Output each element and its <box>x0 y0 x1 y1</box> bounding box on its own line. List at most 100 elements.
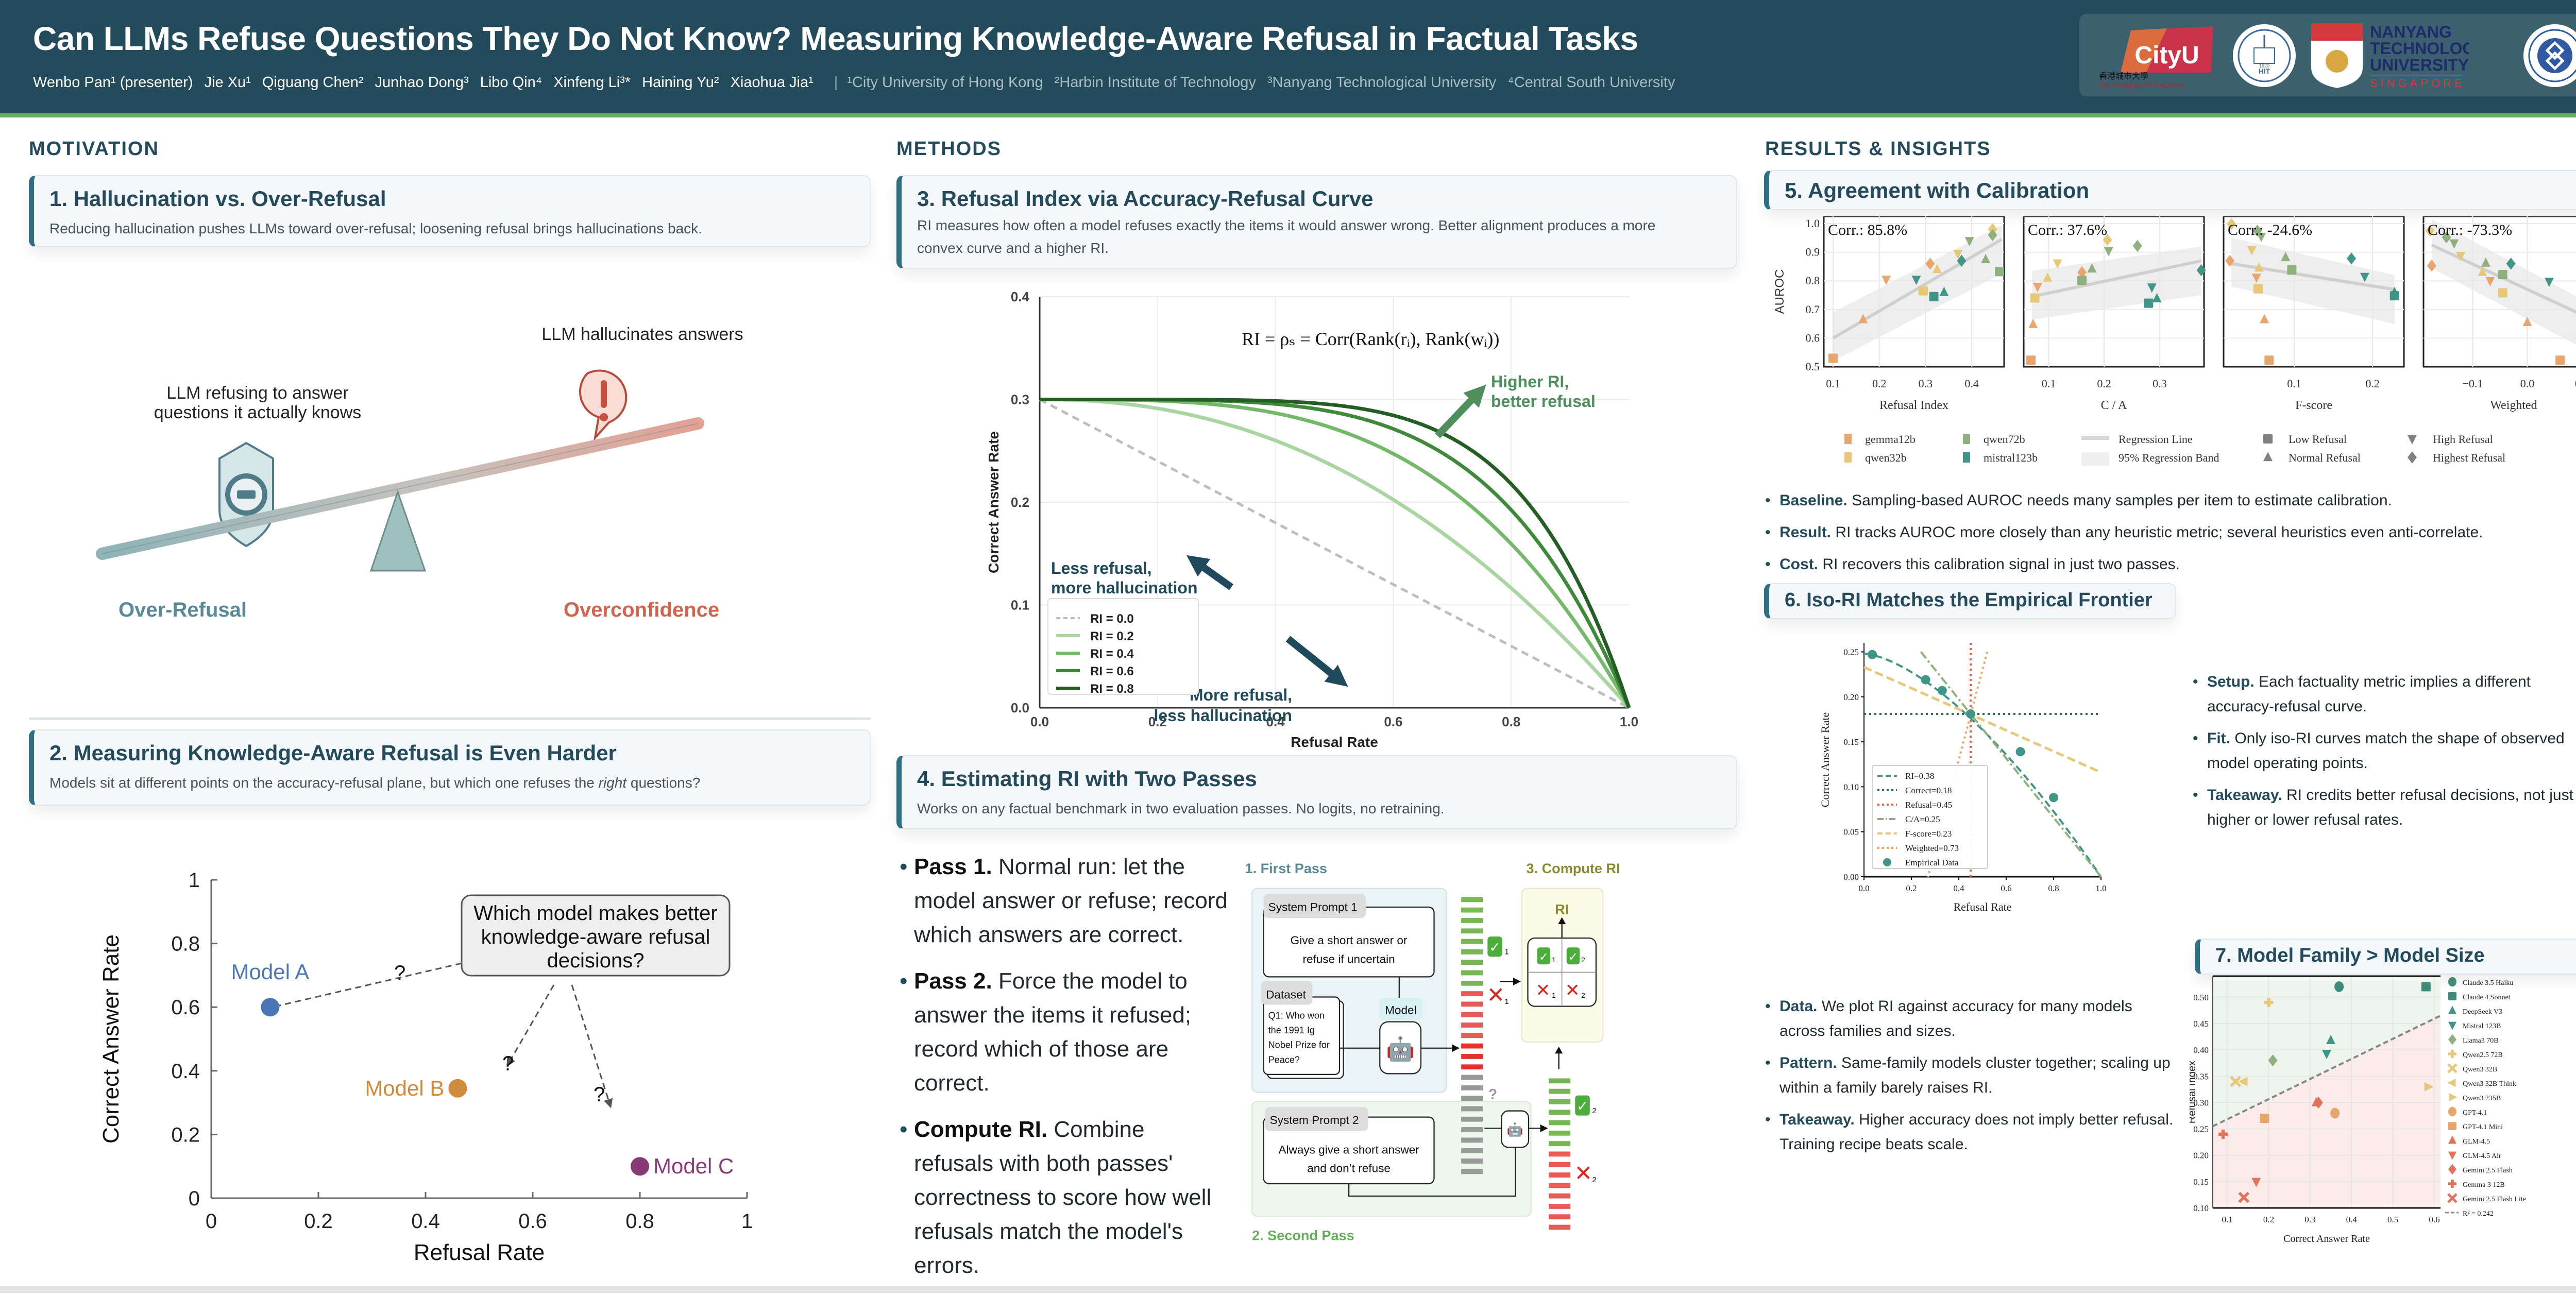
affiliation: ³Nanyang Technological University <box>1267 74 1497 91</box>
x-tick-label: 0.6 <box>2429 1215 2439 1224</box>
question-mark: ? <box>594 1083 605 1106</box>
dataset-question: Q1: Who won <box>1268 1011 1325 1021</box>
section-5-title: 5. Agreement with Calibration <box>1785 178 2090 202</box>
legend-label: Claude 3.5 Haiku <box>2463 979 2513 987</box>
x-tick-label: 0.2 <box>1872 377 1887 390</box>
system-prompt-2-label: System Prompt 2 <box>1270 1114 1359 1127</box>
legend-swatch <box>2448 977 2456 987</box>
legend-swatch <box>2447 1193 2458 1203</box>
x-tick-label: 1.0 <box>2095 883 2106 893</box>
y-tick-label: 0.15 <box>2193 1177 2209 1187</box>
y-axis-label: Correct Answer Rate <box>1819 712 1832 808</box>
over-refusal-caption-2: questions it actually knows <box>154 403 362 422</box>
cell-sub: 1 <box>1552 956 1556 964</box>
auroc-point <box>2449 239 2459 249</box>
auroc-point <box>2252 225 2262 237</box>
cityu-mark: CityU <box>2134 42 2199 69</box>
column-heading-results: RESULTS & INSIGHTS <box>1765 138 1991 160</box>
bullet-lead: Compute RI. <box>914 1117 1048 1142</box>
legend-label: Qwen3 235B <box>2463 1095 2501 1102</box>
result-bar <box>1461 907 1483 913</box>
legend-swatch <box>1883 858 1891 866</box>
cross-sub: 2 <box>1592 1175 1596 1184</box>
bullet-lead: Fit. <box>2207 730 2230 747</box>
more-refusal-arrow <box>1285 636 1348 687</box>
model-label: Model A <box>231 960 310 984</box>
y-tick-label: 1.0 <box>1806 217 1820 230</box>
csu-logo <box>2523 24 2576 87</box>
result-bar-2 <box>1549 1078 1571 1084</box>
bullet-text: RI tracks AUROC more closely than any he… <box>1831 524 2483 541</box>
ri-formula: RI = ρₛ = Corr(Rank(rᵢ), Rank(wᵢ)) <box>1242 329 1499 349</box>
y-tick-label: 0.05 <box>1843 827 1859 837</box>
first-pass-label: 1. First Pass <box>1245 860 1327 876</box>
auroc-point <box>1957 254 1967 267</box>
x-tick-label: 0.2 <box>1148 714 1167 729</box>
bullet-item: Result. RI tracks AUROC more closely tha… <box>1765 520 2576 545</box>
y-tick-label: 0.20 <box>1843 692 1859 702</box>
x-tick-label: 0.1 <box>2222 1215 2233 1224</box>
x-tick-label: 0.2 <box>2263 1215 2274 1224</box>
dataset-question: the 1991 Ig <box>1268 1025 1315 1035</box>
x-tick-label: 0.6 <box>1384 714 1402 729</box>
y-tick-label: 0.15 <box>1843 737 1859 747</box>
x-tick-label: 0.4 <box>1266 714 1285 729</box>
legend-label: RI = 0.2 <box>1090 629 1134 643</box>
legend-label: C/A=0.25 <box>1905 814 1940 824</box>
dataset-question: Peace? <box>1268 1054 1300 1065</box>
legend-swatch <box>2448 1164 2456 1175</box>
section-2-title: 2. Measuring Knowledge-Aware Refusal is … <box>49 741 617 765</box>
result-bar <box>1461 1116 1483 1122</box>
legend-label: Refusal=0.45 <box>1905 800 1952 810</box>
auroc-point <box>2251 274 2261 283</box>
iso-fscore-line <box>1863 666 2102 774</box>
cross-sub: 1 <box>1504 997 1509 1006</box>
check-icon: ✓ <box>1568 950 1578 963</box>
model-tag <box>1379 997 1422 1020</box>
legend-label: Regression Line <box>2119 433 2193 446</box>
affiliation: ⁴Central South University <box>1507 74 1675 91</box>
x-tick-label: 0.0 <box>2520 377 2535 390</box>
legend-frame <box>1047 598 1199 695</box>
bullet-lead: Takeaway. <box>2207 787 2282 804</box>
regression-band <box>2431 219 2576 345</box>
model-point <box>2238 1191 2250 1203</box>
y-axis-label: Refusal Index <box>2190 1061 2198 1123</box>
auroc-point <box>2257 232 2266 242</box>
y-axis-label: Correct Answer Rate <box>986 431 1002 573</box>
legend-label: GLM-4.5 Air <box>2463 1152 2501 1160</box>
auroc-point <box>2196 264 2206 277</box>
legend-label: R² = 0.242 <box>2463 1210 2494 1218</box>
legend-label: GLM-4.5 <box>2463 1138 2490 1146</box>
legend-swatch <box>2263 452 2273 462</box>
bullet-lead: Cost. <box>1780 556 1818 573</box>
legend-label: Weighted=0.73 <box>1905 843 1959 853</box>
legend-label: Llama3 70B <box>2463 1037 2499 1045</box>
x-tick-label: 0.2 <box>2097 377 2111 390</box>
check-icon: ✓ <box>1539 950 1549 963</box>
auroc-point <box>1882 276 1891 285</box>
author-name: Junhao Dong³ <box>375 74 469 91</box>
auroc-point <box>1964 237 1974 247</box>
auroc-point <box>2555 355 2565 365</box>
cityu-en: City University of Hong Kong <box>2099 81 2184 89</box>
auroc-point <box>1911 276 1921 285</box>
legend-label: Claude 4 Sonnet <box>2463 994 2511 1001</box>
y-tick-label: 0.30 <box>2193 1098 2209 1107</box>
author-name: Wenbo Pan¹ (presenter) <box>33 74 193 91</box>
legend-label: gemma12b <box>1865 433 1916 446</box>
bullet-text: Only iso-RI curves match the shape of ob… <box>2207 730 2565 772</box>
x-tick-label: 0.5 <box>2387 1215 2398 1224</box>
auroc-point <box>2144 298 2154 308</box>
system-prompt-2-text: Always give a short answer <box>1278 1143 1419 1156</box>
system-prompt-1-label: System Prompt 1 <box>1268 901 1358 914</box>
ntu-logo: NANYANG TECHNOLOGICAL UNIVERSITY SINGAPO… <box>2309 21 2514 90</box>
section-2-subtitle: Models sit at different points on the ac… <box>49 775 701 791</box>
result-bar <box>1461 918 1483 923</box>
result-bar <box>1461 970 1483 976</box>
